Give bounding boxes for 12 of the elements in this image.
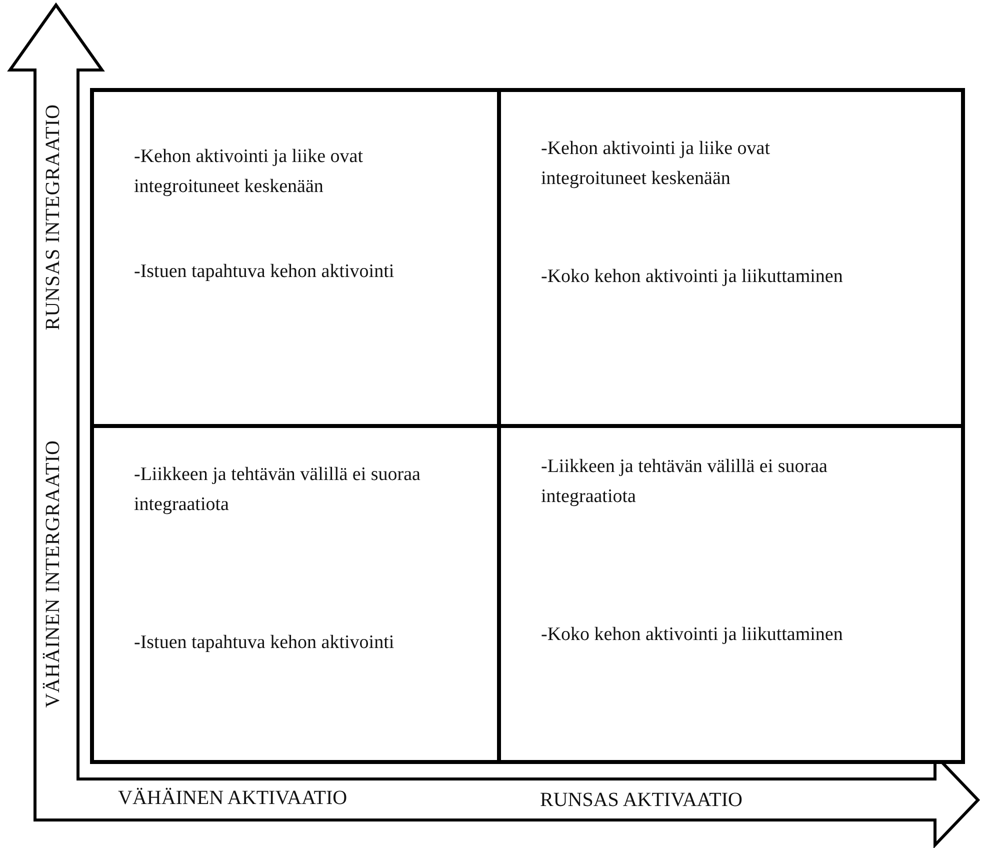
axis-label: VÄHÄINEN INTERGRAATIO <box>42 440 65 708</box>
quadrant-text: -Kehon aktivointi ja liike ovat integroituneet keskenään <box>134 145 364 199</box>
axis-label: RUNSAS AKTIVAATIO <box>540 789 742 812</box>
axis-label: VÄHÄINEN AKTIVAATIO <box>118 787 348 810</box>
quadrant-text: -Liikkeen ja tehtävän välillä ei suoraa integraatiota <box>134 463 422 517</box>
quadrant-text: -Istuen tapahtuva kehon aktivointi <box>134 631 396 655</box>
axis-label: RUNSAS INTEGRAATIO <box>42 104 65 330</box>
quadrant-text: -Kehon aktivointi ja liike ovat integroituneet keskenään <box>541 137 772 191</box>
quadrant-text: -Istuen tapahtuva kehon aktivointi <box>134 260 396 284</box>
quadrant-text: -Koko kehon aktivointi ja liikuttaminen <box>541 623 844 647</box>
quadrant-text: -Liikkeen ja tehtävän välillä ei suoraa integraatiota <box>541 455 828 509</box>
quadrant-text: -Koko kehon aktivointi ja liikuttaminen <box>541 265 844 289</box>
